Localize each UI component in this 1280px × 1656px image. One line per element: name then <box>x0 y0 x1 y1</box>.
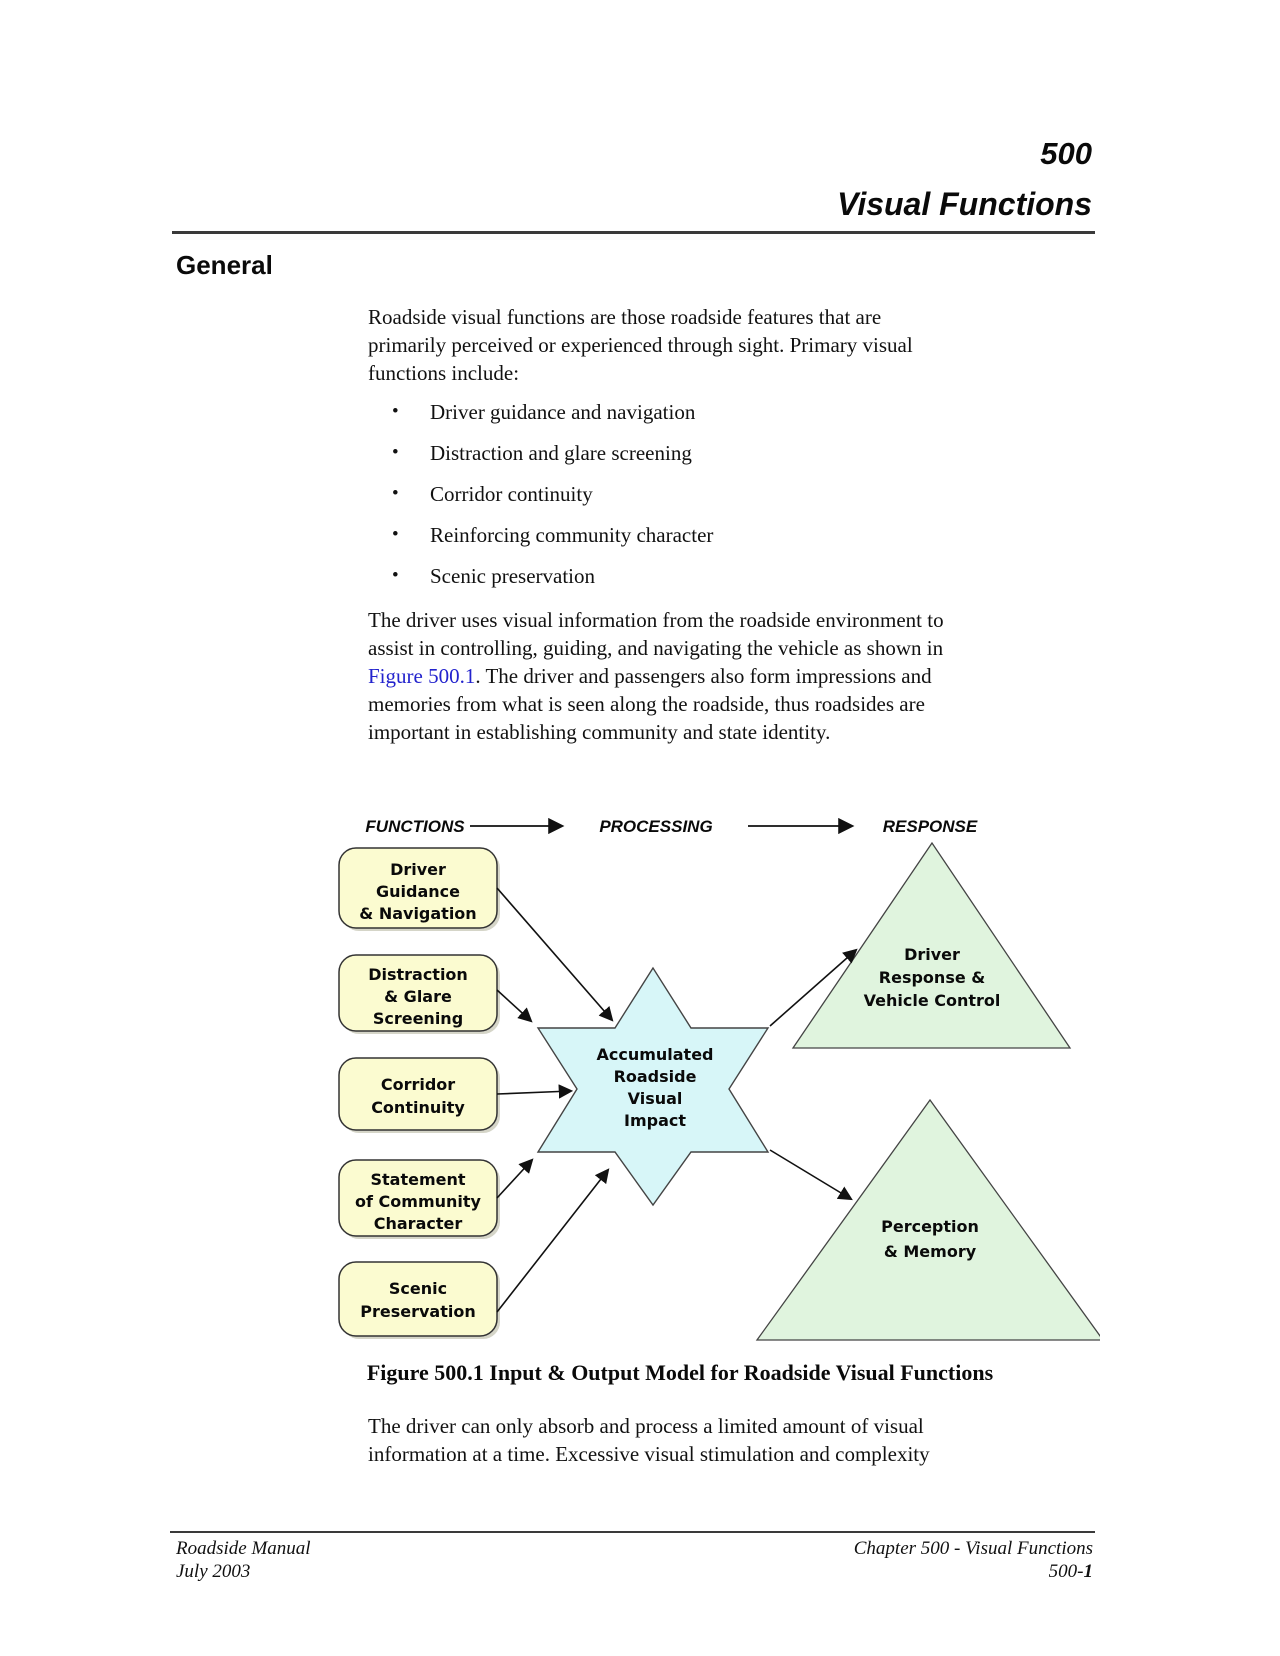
bullet-list: • Driver guidance and navigation • Distr… <box>368 398 1044 603</box>
list-item: • Reinforcing community character <box>368 521 1044 549</box>
svg-text:Continuity: Continuity <box>371 1098 465 1117</box>
bullet-icon: • <box>392 565 399 586</box>
svg-text:Perception: Perception <box>881 1217 979 1236</box>
svg-text:Distraction: Distraction <box>368 965 468 984</box>
footer-left: Roadside Manual July 2003 <box>176 1537 311 1583</box>
svg-text:Character: Character <box>374 1214 463 1233</box>
svg-text:Accumulated: Accumulated <box>596 1045 713 1064</box>
input-box-corridor-continuity: Corridor Continuity <box>338 1057 500 1133</box>
svg-text:Statement: Statement <box>370 1170 465 1189</box>
connector-statement-to-star <box>496 1158 534 1199</box>
header-rule <box>172 231 1095 234</box>
list-item: • Scenic preservation <box>368 562 1044 590</box>
connector-scenic-to-star <box>496 1168 610 1313</box>
svg-text:Visual: Visual <box>628 1089 683 1108</box>
svg-text:& Navigation: & Navigation <box>359 904 476 923</box>
footer-manual-title: Roadside Manual <box>176 1538 311 1559</box>
paragraph-line: primarily perceived or experienced throu… <box>368 333 913 357</box>
list-item-label: Corridor continuity <box>430 482 593 506</box>
section-heading: General <box>176 250 273 280</box>
svg-text:Driver: Driver <box>390 860 446 879</box>
svg-text:& Memory: & Memory <box>884 1242 977 1261</box>
input-box-community-character: Statement of Community Character <box>338 1159 500 1239</box>
paragraph-line: The driver uses visual information from … <box>368 608 944 632</box>
footer-chapter-label: Chapter 500 - Visual Functions <box>853 1538 1093 1559</box>
column-label-response: RESPONSE <box>883 817 978 836</box>
connector-guidance-to-star <box>496 887 614 1022</box>
svg-text:Preservation: Preservation <box>360 1302 475 1321</box>
paragraph-line: The driver can only absorb and process a… <box>368 1414 924 1438</box>
list-item-label: Reinforcing community character <box>430 523 714 547</box>
svg-text:Impact: Impact <box>624 1111 686 1130</box>
list-item: • Corridor continuity <box>368 480 1044 508</box>
paragraph-driver-info: The driver uses visual information from … <box>368 606 1044 746</box>
bullet-icon: • <box>392 524 399 545</box>
list-item-label: Distraction and glare screening <box>430 441 692 465</box>
list-item: • Driver guidance and navigation <box>368 398 1044 426</box>
figure-500-1-link[interactable]: Figure 500.1 <box>368 664 476 688</box>
paragraph-line: information at a time. Excessive visual … <box>368 1442 930 1466</box>
column-label-functions: FUNCTIONS <box>365 817 465 836</box>
svg-text:Driver: Driver <box>904 945 960 964</box>
svg-text:Scenic: Scenic <box>389 1279 447 1298</box>
list-item: • Distraction and glare screening <box>368 439 1044 467</box>
paragraph-line: functions include: <box>368 361 520 385</box>
paragraph-line: assist in controlling, guiding, and navi… <box>368 636 944 660</box>
figure-caption: Figure 500.1 Input & Output Model for Ro… <box>366 1360 994 1385</box>
chapter-title: Visual Functions <box>837 186 1092 222</box>
footer-date: July 2003 <box>176 1561 251 1582</box>
list-item-label: Driver guidance and navigation <box>430 400 696 424</box>
list-item-label: Scenic preservation <box>430 564 596 588</box>
footer-page-number: 500-1 <box>1048 1561 1093 1582</box>
svg-text:Guidance: Guidance <box>376 882 460 901</box>
connector-star-to-perception <box>769 1149 853 1201</box>
response-triangle-perception-memory: Perception & Memory <box>755 1098 1100 1341</box>
input-box-driver-guidance: Driver Guidance & Navigation <box>338 847 500 931</box>
bullet-icon: • <box>392 401 399 422</box>
bullet-icon: • <box>392 442 399 463</box>
connector-corridor-to-star <box>496 1084 574 1099</box>
response-triangle-driver-response: Driver Response & Vehicle Control <box>791 841 1072 1049</box>
connector-star-to-driver-response <box>769 948 858 1027</box>
bullet-icon: • <box>392 483 399 504</box>
svg-text:of Community: of Community <box>355 1192 482 1211</box>
process-star-accumulated-impact: Accumulated Roadside Visual Impact <box>536 966 770 1207</box>
paragraph-absorb: The driver can only absorb and process a… <box>368 1412 1044 1468</box>
paragraph-line: memories from what is seen along the roa… <box>368 692 925 716</box>
chapter-number: 500 <box>1040 136 1092 171</box>
connector-distraction-to-star <box>496 989 533 1023</box>
input-box-distraction-glare: Distraction & Glare Screening <box>338 954 500 1034</box>
footer-right: Chapter 500 - Visual Functions 500-1 <box>175 1537 1093 1583</box>
input-box-scenic-preservation: Scenic Preservation <box>338 1261 500 1339</box>
paragraph-line: important in establishing community and … <box>368 720 831 744</box>
column-label-processing: PROCESSING <box>599 817 712 836</box>
paragraph-intro: Roadside visual functions are those road… <box>368 303 1044 387</box>
paragraph-line: Roadside visual functions are those road… <box>368 305 882 329</box>
svg-text:Screening: Screening <box>373 1009 463 1028</box>
svg-text:& Glare: & Glare <box>384 987 452 1006</box>
svg-text:Response &: Response & <box>879 968 985 987</box>
figure-diagram: FUNCTIONS PROCESSING RESPONSE Driver Gui… <box>338 817 1100 1341</box>
svg-text:Corridor: Corridor <box>381 1075 455 1094</box>
paragraph-line-rest: . The driver and passengers also form im… <box>475 664 932 688</box>
footer-rule <box>170 1531 1095 1533</box>
paragraph-line: Figure 500.1. The driver and passengers … <box>368 662 1044 690</box>
svg-text:Vehicle Control: Vehicle Control <box>864 991 1001 1010</box>
svg-text:Roadside: Roadside <box>614 1067 697 1086</box>
